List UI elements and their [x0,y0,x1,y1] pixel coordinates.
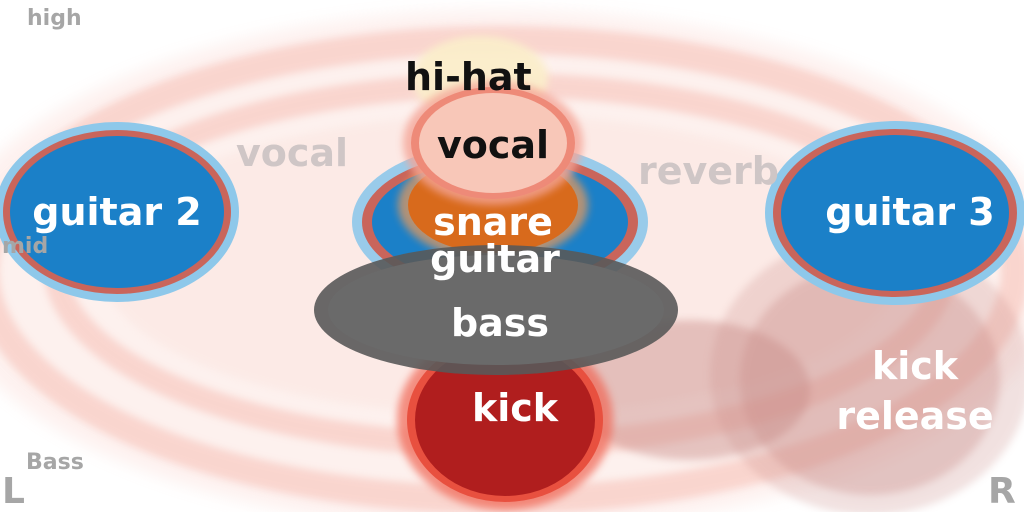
axis-bass-label: Bass [26,450,84,475]
guitar2-label: guitar 2 [32,190,202,234]
vocal-blob [419,93,567,193]
bass-label: bass [450,301,550,345]
guitar3-blob [781,135,1009,291]
kick-label: kick [471,386,559,430]
axis-high-label: high [27,6,82,31]
guitar-label: guitar [430,237,560,281]
kick-release-ghost-right [740,265,1000,495]
effect-vocal-label: vocal [236,131,349,175]
vocal-label: vocal [436,123,550,167]
kick-blob [415,344,595,496]
kick-release-label-line2: release [836,394,994,438]
effect-reverb-label: reverb [638,149,779,193]
snare-label: snare [433,200,553,244]
bass-blob [328,255,664,365]
axis-right-label: R [988,471,1016,512]
axis-mid-label: mid [2,234,49,259]
axis-left-label: L [2,471,25,512]
guitar3-label: guitar 3 [825,190,995,234]
kick-release-label-line1: kick [871,344,959,388]
guitar2-blob [10,136,224,288]
hihat-label: hi-hat [405,55,532,99]
